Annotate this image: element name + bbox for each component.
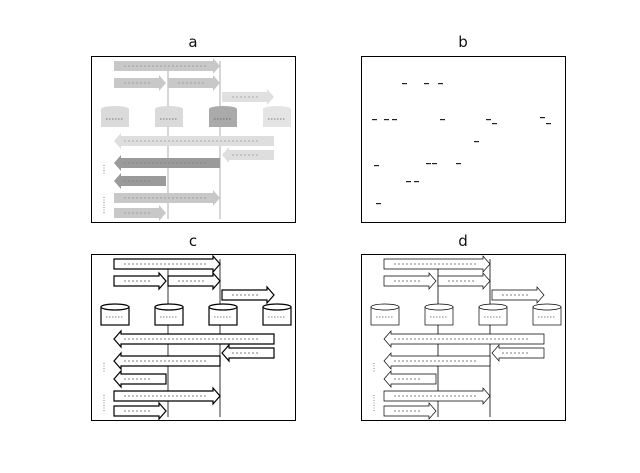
arrow-8	[113, 386, 221, 406]
faint-mark-5	[392, 119, 397, 121]
arrow-0	[383, 255, 491, 273]
repo-body-1	[155, 109, 183, 127]
repo-top-3	[262, 303, 292, 311]
panel-title-c: c	[188, 232, 198, 250]
panel-d	[361, 254, 566, 421]
faint-mark-7	[486, 119, 491, 121]
faint-mark-10	[546, 123, 551, 125]
arrow-8	[383, 387, 491, 405]
arrow-6	[113, 351, 221, 371]
faint-mark-16	[406, 181, 411, 183]
arrow-0	[114, 58, 220, 74]
arrow-6	[114, 155, 220, 171]
faint-mark-18	[376, 203, 381, 205]
faint-mark-13	[426, 163, 431, 165]
faint-mark-14	[432, 163, 437, 165]
repo-top-3	[532, 303, 562, 311]
repo-top-1	[155, 106, 183, 112]
panel-title-b: b	[458, 33, 468, 51]
faint-mark-15	[456, 163, 461, 165]
panel-a-diagram	[101, 58, 291, 221]
panel-b-diagram	[372, 83, 551, 205]
repo-top-0	[100, 303, 130, 311]
arrow-8	[114, 190, 220, 206]
panel-b	[361, 56, 566, 223]
faint-mark-4	[384, 119, 389, 121]
faint-mark-12	[374, 165, 379, 167]
faint-mark-11	[474, 141, 479, 143]
repo-top-2	[208, 303, 238, 311]
repo-top-2	[209, 106, 237, 112]
repo-top-0	[370, 303, 400, 311]
panel-c	[91, 254, 296, 421]
panel-title-d: d	[458, 232, 468, 250]
repo-top-0	[101, 106, 129, 112]
faint-mark-2	[438, 83, 443, 85]
faint-mark-3	[372, 119, 377, 121]
faint-mark-8	[492, 123, 497, 125]
faint-mark-6	[440, 119, 445, 121]
repo-body-2	[209, 109, 237, 127]
panel-d-diagram	[370, 255, 562, 420]
panel-title-a: a	[188, 33, 198, 51]
repo-top-1	[424, 303, 454, 311]
repo-top-3	[263, 106, 291, 112]
repo-body-3	[263, 109, 291, 127]
panel-c-diagram	[100, 255, 292, 420]
faint-mark-17	[414, 181, 419, 183]
faint-mark-9	[540, 117, 545, 119]
faint-mark-1	[424, 83, 429, 85]
repo-body-0	[101, 109, 129, 127]
repo-top-1	[154, 303, 184, 311]
panel-a	[91, 56, 296, 223]
faint-mark-0	[402, 83, 407, 85]
arrow-6	[383, 352, 491, 370]
repo-top-2	[478, 303, 508, 311]
arrow-0	[113, 255, 221, 274]
